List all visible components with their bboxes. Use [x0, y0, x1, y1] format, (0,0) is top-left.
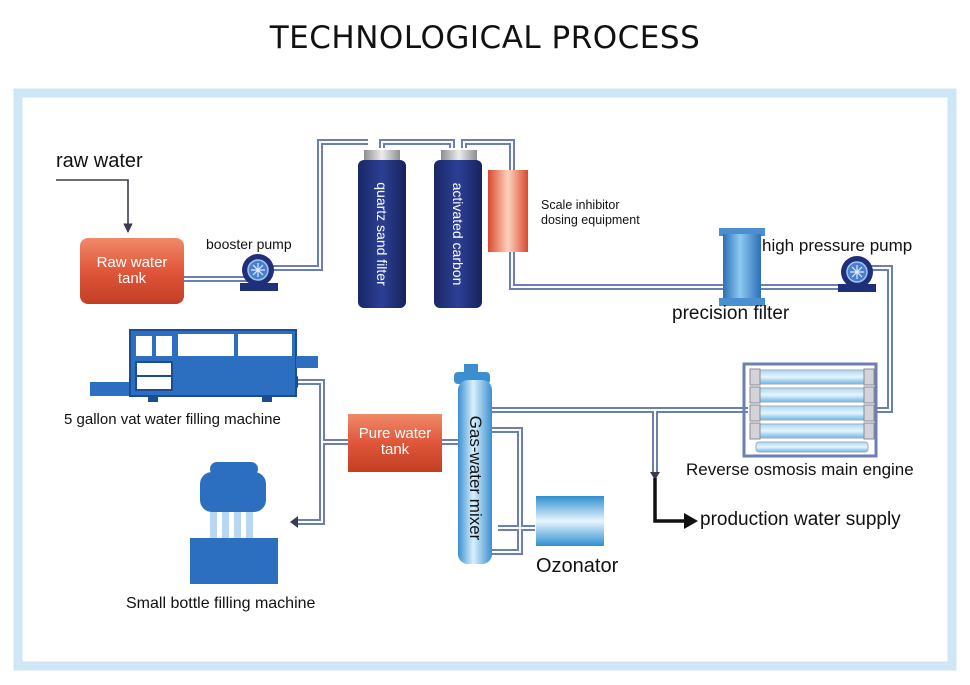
ozonator [536, 496, 604, 546]
label-precision-filter: precision filter [672, 303, 790, 324]
production-arrow [653, 478, 686, 523]
vat-filling-machine [90, 329, 318, 402]
pure-water-tank [348, 414, 442, 472]
label-scale-inhibitor: Scale inhibitor dosing equipment [541, 198, 640, 227]
label-raw-water-tank: Raw water tank [96, 254, 168, 287]
label-activated-carbon: activated carbon [450, 182, 466, 286]
label-ozonator: Ozonator [536, 555, 619, 577]
scale-inhibitor-unit [488, 170, 528, 252]
gas-water-mixer [454, 364, 492, 564]
label-production-water-supply: production water supply [700, 509, 901, 530]
raw-water-tank [80, 238, 184, 304]
reverse-osmosis-engine [742, 362, 878, 458]
precision-filter [719, 228, 765, 306]
label-quartz-sand-filter: quartz sand filter [374, 182, 390, 286]
quartz-sand-filter [358, 150, 406, 308]
small-bottle-filling-machine [190, 462, 278, 584]
booster-pump [240, 254, 278, 291]
high-pressure-pump [838, 256, 876, 292]
label-gas-water-mixer: Gas-water mixer [466, 415, 485, 541]
activated-carbon-filter [434, 150, 482, 308]
label-raw-water: raw water [56, 150, 143, 172]
label-high-pressure-pump: high pressure pump [762, 236, 913, 255]
page-title: TECHNOLOGICAL PROCESS [269, 20, 701, 56]
label-booster-pump: booster pump [206, 236, 292, 252]
pipes [56, 139, 893, 555]
label-vat-filling-machine: 5 gallon vat water filling machine [64, 411, 281, 428]
label-reverse-osmosis: Reverse osmosis main engine [686, 460, 914, 479]
label-pure-water-tank: Pure water tank [358, 425, 432, 458]
label-small-bottle-filling-machine: Small bottle filling machine [126, 595, 316, 612]
